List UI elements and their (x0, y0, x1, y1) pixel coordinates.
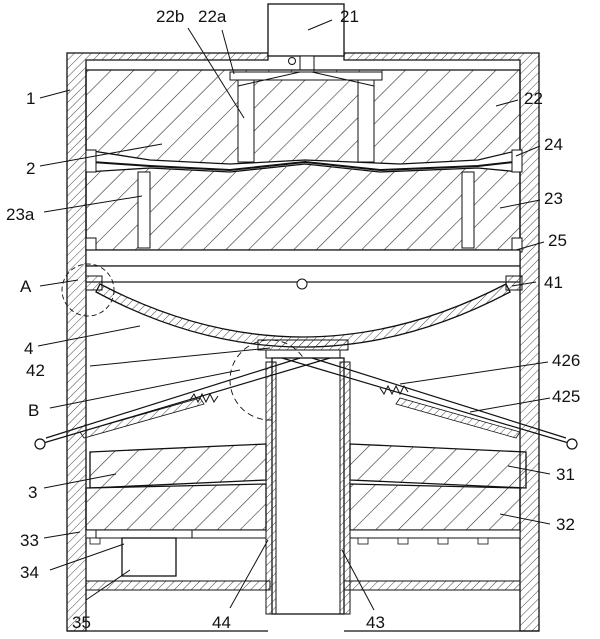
label-21: 21 (340, 7, 359, 26)
label-22a: 22a (198, 7, 227, 26)
label-3: 3 (28, 483, 37, 502)
middle-block (85, 149, 523, 253)
lower-plates (85, 443, 527, 545)
label-34: 34 (20, 563, 39, 582)
label-426: 426 (552, 351, 580, 370)
label-a: A (20, 277, 32, 296)
label-b: B (28, 401, 39, 420)
label-22: 22 (524, 89, 543, 108)
label-35: 35 (72, 613, 91, 632)
label-23a: 23a (6, 205, 35, 224)
seal-left (85, 275, 103, 291)
label-22b: 22b (156, 7, 184, 26)
motor (95, 529, 193, 577)
label-43: 43 (366, 613, 385, 632)
detail-circle-a (61, 263, 115, 317)
cables (34, 357, 578, 450)
upper-die-block (85, 69, 521, 165)
label-1: 1 (26, 89, 35, 108)
hub (257, 339, 349, 359)
label-2: 2 (26, 159, 35, 178)
label-4: 4 (24, 339, 33, 358)
top-cylinder (267, 3, 345, 71)
label-42: 42 (26, 361, 45, 380)
label-425: 425 (552, 387, 580, 406)
plate-band (85, 249, 521, 290)
central-shaft (265, 357, 351, 615)
seal-right (505, 275, 523, 291)
label-24: 24 (544, 135, 563, 154)
label-31: 31 (556, 465, 575, 484)
label-23: 23 (544, 189, 563, 208)
label-32: 32 (556, 515, 575, 534)
membrane (91, 160, 515, 172)
label-25: 25 (548, 231, 567, 250)
leader-lines (37, 19, 551, 611)
label-41: 41 (544, 273, 563, 292)
label-33: 33 (20, 531, 39, 550)
label-44: 44 (212, 613, 231, 632)
curved-plate (95, 283, 511, 348)
